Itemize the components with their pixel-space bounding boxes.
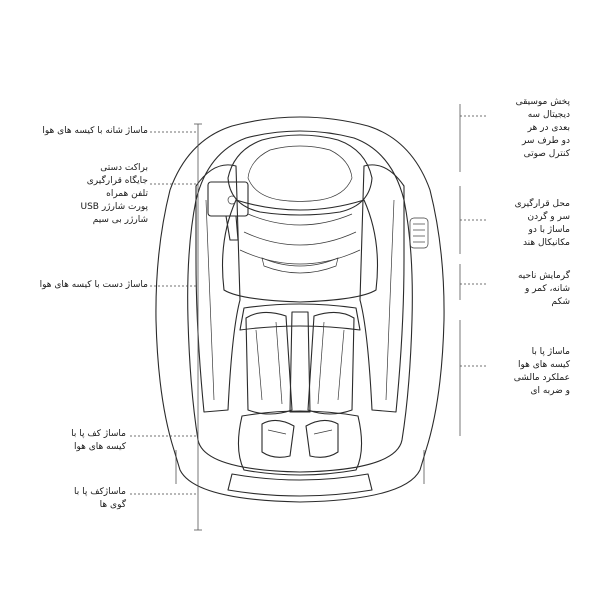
chair-seat — [239, 303, 361, 331]
chair-left-legrest — [245, 311, 293, 415]
label-heating: گرمایش ناحیه شانه، کمر و شکم — [517, 271, 570, 307]
chair-right-legrest — [307, 311, 355, 415]
right-annotation-lines — [459, 104, 486, 436]
left-annotation-lines — [130, 123, 202, 531]
label-sole-airbag: ماساژ کف پا با کیسه های هوا — [71, 429, 126, 452]
label-leg-airbag: ماساژ پا با کیسه های هوا عملکرد مالشی و … — [513, 347, 570, 396]
chair-left-armrest — [195, 164, 241, 413]
label-arm-airbag: ماساژ دست با کیسه های هوا — [39, 280, 148, 290]
chair-outer-shell — [155, 116, 445, 503]
label-digital-music: پخش موسیقی دیجیتال سه بعدی در هر دو طرف … — [515, 97, 570, 159]
chair-inner-frame — [187, 130, 413, 473]
label-sole-roller: ماساژکف پا با گوی ها — [73, 487, 126, 510]
chair-right-armrest — [359, 164, 405, 413]
phone-bracket-shape — [207, 181, 249, 217]
chair-footrest — [237, 410, 363, 476]
chair-base — [227, 473, 373, 497]
chair-headrest — [227, 134, 373, 216]
label-shoulder-airbag: ماساژ شانه با کیسه های هوا — [42, 126, 148, 136]
label-phone-bracket: براکت دستی جایگاه قرارگیری تلفن همراه پو… — [80, 163, 148, 225]
label-head-neck: محل قرارگیری سر و گردن ماساژ با دو مکانی… — [514, 199, 570, 248]
